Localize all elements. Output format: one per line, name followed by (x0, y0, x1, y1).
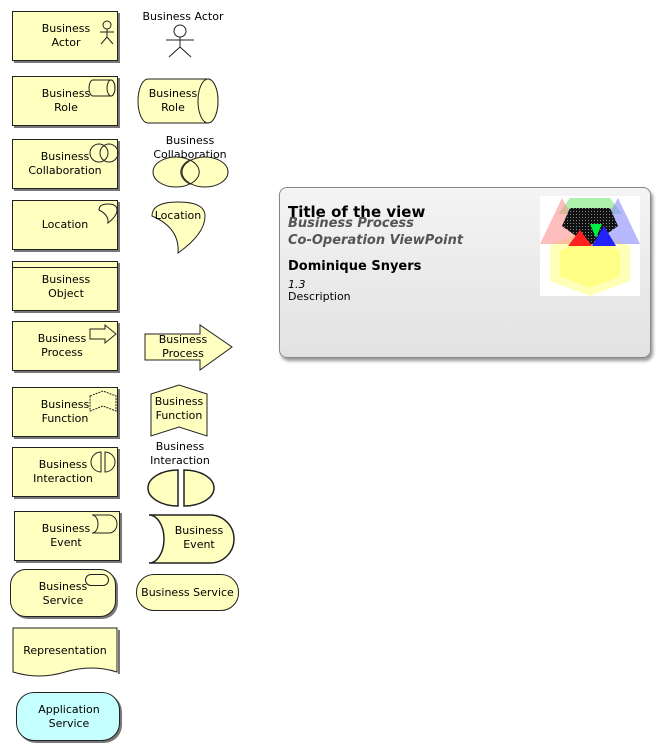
business-role-label: Business Role (41, 87, 91, 114)
location-box[interactable]: Location (12, 200, 118, 250)
business-interaction-box[interactable]: Business Interaction (12, 447, 118, 497)
business-object-box[interactable]: Business Object (12, 261, 118, 311)
view-author: Dominique Snyers (288, 259, 422, 274)
representation-shape[interactable] (12, 627, 122, 681)
object-header-line (13, 267, 117, 268)
location-pin-icon (98, 203, 118, 225)
business-collaboration-box[interactable]: Business Collaboration (12, 139, 119, 189)
application-service-label: Application Service (38, 703, 100, 730)
function-chevron-label: Business Function (154, 395, 204, 422)
service-pill-icon (85, 574, 109, 586)
function-chevron-shape[interactable] (150, 384, 210, 438)
role-cylinder-shape[interactable] (137, 78, 220, 126)
event-shape-label: Business Event (174, 524, 224, 551)
interaction-icon (90, 451, 116, 473)
process-arrow-icon (89, 323, 117, 345)
function-chevron-icon (89, 390, 117, 412)
representation-label: Representation (23, 644, 107, 657)
business-actor-label: Business Actor (41, 22, 91, 49)
business-process-label: Business Process (37, 332, 87, 359)
process-arrow-shape[interactable] (144, 324, 234, 372)
business-service-box[interactable]: Business Service (10, 569, 116, 617)
service-rounded-shape[interactable]: Business Service (136, 574, 239, 611)
service-rounded-label: Business Service (141, 586, 234, 599)
collaboration-icon (89, 143, 119, 163)
view-title: Title of the view (288, 203, 426, 221)
viewpoint-logo-icon (540, 196, 640, 296)
interaction-shape-label: Business Interaction (150, 440, 210, 467)
business-process-box[interactable]: Business Process (12, 321, 118, 371)
actor-figure-label: Business Actor (142, 10, 224, 23)
business-event-label: Business Event (41, 522, 91, 549)
view-subtitle: Business Process Co-Operation ViewPoint (288, 216, 464, 248)
view-description: Description (288, 290, 351, 303)
collaboration-circles-shape[interactable] (152, 155, 232, 189)
business-role-box[interactable]: Business Role (12, 76, 118, 126)
business-event-box[interactable]: Business Event (14, 511, 120, 561)
interaction-shape[interactable] (146, 468, 218, 508)
view-title-card[interactable]: Title of the view Business Process Co-Op… (279, 187, 651, 358)
business-interaction-label: Business Interaction (33, 458, 93, 485)
business-object-label: Business Object (41, 273, 91, 300)
location-label: Location (41, 218, 89, 231)
role-cylinder-label: Business Role (148, 87, 198, 114)
role-cylinder-icon (88, 79, 116, 97)
event-shape[interactable] (148, 514, 238, 566)
process-arrow-label: Business Process (158, 333, 208, 360)
business-function-label: Business Function (40, 398, 90, 425)
business-function-box[interactable]: Business Function (12, 387, 118, 437)
application-service-box[interactable]: Application Service (16, 692, 120, 741)
business-collaboration-label: Business Collaboration (28, 150, 102, 177)
location-pin-label: Location (154, 209, 202, 222)
actor-icon (100, 20, 114, 45)
location-pin-shape[interactable] (150, 200, 208, 256)
actor-figure-icon[interactable] (164, 24, 196, 58)
event-icon (91, 514, 118, 534)
view-version: 1.3 (288, 278, 306, 291)
business-service-label: Business Service (38, 580, 88, 607)
business-actor-box[interactable]: Business Actor (12, 11, 118, 61)
